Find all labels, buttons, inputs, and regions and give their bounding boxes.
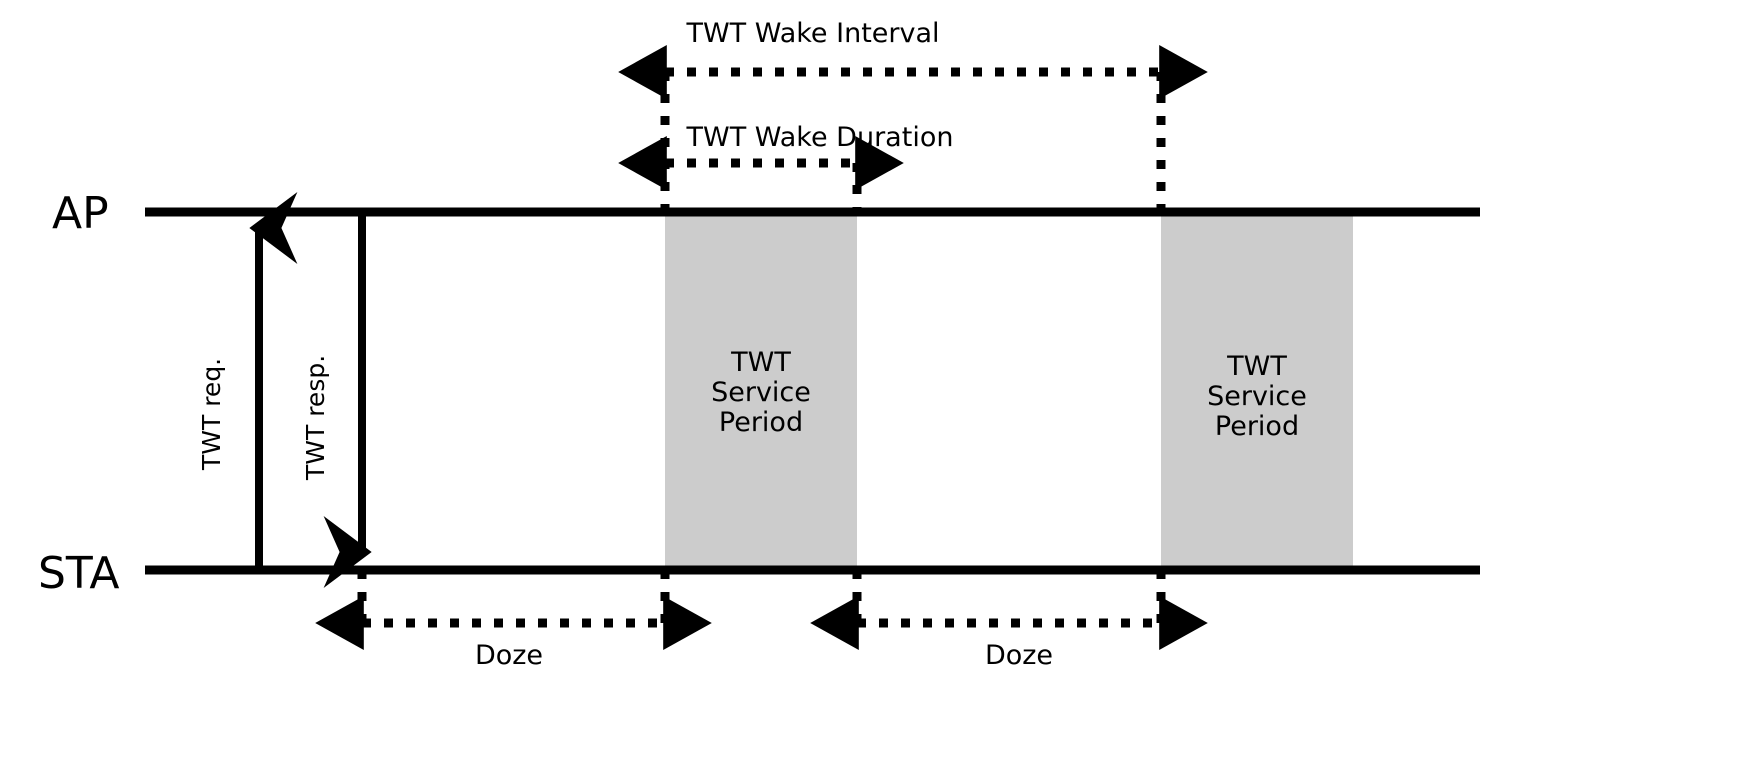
doze-2-label: Doze — [985, 640, 1053, 671]
twt-wake-interval-annotation: TWT Wake Interval — [618, 18, 1208, 212]
service-period-block-1 — [665, 216, 857, 568]
wake-interval-label: TWT Wake Interval — [685, 18, 939, 49]
lane-label-sta: STA — [38, 548, 120, 599]
twt-req-label: TWT req. — [197, 358, 226, 471]
sp2-line-3: Period — [1215, 411, 1299, 442]
wake-duration-label: TWT Wake Duration — [686, 122, 954, 153]
twt-resp-label: TWT resp. — [301, 355, 330, 481]
sp1-line-1: TWT — [730, 347, 791, 378]
service-period-1-label: TWT Service Period — [711, 347, 811, 438]
service-period-block-2 — [1161, 216, 1353, 568]
doze-1-label: Doze — [475, 640, 543, 671]
lane-label-ap: AP — [52, 188, 109, 239]
sp1-line-2: Service — [711, 377, 811, 408]
service-period-2-label: TWT Service Period — [1207, 351, 1307, 442]
message-twt-req: TWT req. — [197, 192, 298, 568]
doze-1-annotation: Doze — [315, 570, 712, 671]
sp1-line-3: Period — [719, 407, 803, 438]
doze-2-annotation: Doze — [810, 570, 1208, 671]
sp2-line-1: TWT — [1226, 351, 1287, 382]
twt-wake-duration-annotation: TWT Wake Duration — [618, 122, 954, 212]
service-period-blocks — [665, 216, 1353, 568]
sp2-line-2: Service — [1207, 381, 1307, 412]
message-twt-resp: TWT resp. — [301, 214, 372, 588]
